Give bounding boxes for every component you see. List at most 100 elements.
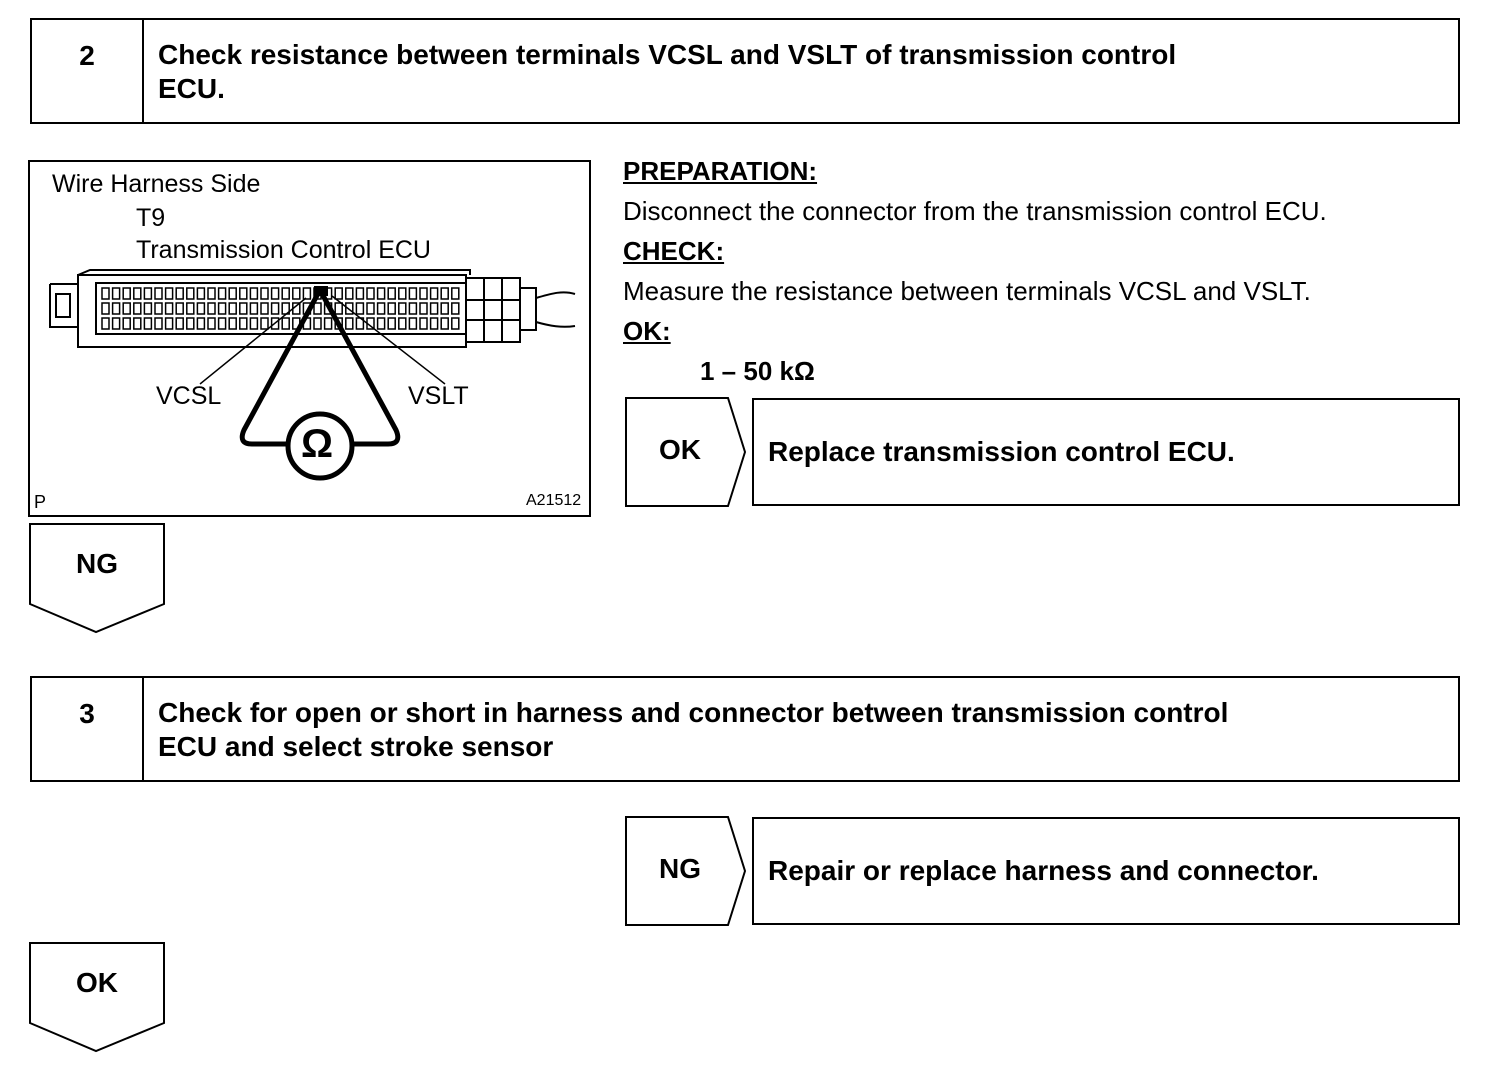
ok-heading: OK: (623, 316, 671, 346)
connector-pin (228, 317, 237, 330)
connector-pin (228, 287, 237, 300)
connector-pin (154, 317, 163, 330)
down-arrow-shape (29, 942, 165, 1053)
connector-pin (387, 317, 396, 330)
replace-ecu-result: Replace transmission control ECU. (752, 398, 1460, 506)
connector-pin (345, 317, 354, 330)
connector-pin (281, 317, 290, 330)
connector-pin (186, 302, 195, 315)
connector-pin (186, 317, 195, 330)
connector-pin (376, 287, 386, 300)
ok-branch-arrow: OK (28, 941, 166, 1053)
connector-pin (429, 302, 439, 315)
connector-diagram: Wire Harness Side T9 Transmission Contro… (28, 160, 591, 517)
connector-pin (249, 317, 259, 330)
step-2-header: 2 Check resistance between terminals VCS… (30, 18, 1460, 124)
connector-pin (133, 287, 142, 300)
connector-pin (451, 317, 460, 330)
connector-pin (419, 317, 428, 330)
connector-pin (260, 302, 269, 315)
connector-pin (133, 302, 142, 315)
connector-pin (292, 287, 301, 300)
right-arrow-shape (625, 816, 747, 926)
right-arrow-shape (625, 397, 747, 507)
connector-pin (164, 302, 174, 315)
connector-pin (239, 302, 248, 315)
check-heading: CHECK: (623, 236, 725, 266)
connector-pin (376, 317, 386, 330)
connector-pin (334, 302, 343, 315)
connector-pin (143, 317, 153, 330)
connector-pin (164, 317, 174, 330)
connector-pin (366, 302, 375, 315)
connector-pin (398, 317, 407, 330)
connector-pin (101, 302, 110, 315)
repair-harness-result: Repair or replace harness and connector. (752, 817, 1460, 925)
connector-pin (313, 302, 322, 315)
connector-pin (207, 287, 216, 300)
step-title-line-1: Check for open or short in harness and c… (158, 697, 1229, 728)
wire-harness-side-label: Wire Harness Side (52, 170, 261, 198)
ng-branch-label: NG (76, 548, 118, 579)
connector-pin (451, 287, 460, 300)
terminal-vcsl-label: VCSL (156, 382, 222, 410)
connector-pin (249, 287, 259, 300)
step-title-line-2: ECU. (158, 73, 225, 104)
connector-pin (440, 302, 449, 315)
connector-pin (196, 302, 206, 315)
step-title: Check resistance between terminals VCSL … (144, 20, 1458, 122)
step-title-line-2: ECU and select stroke sensor (158, 731, 554, 762)
connector-id-label: T9 (136, 204, 166, 232)
connector-pin (186, 287, 195, 300)
down-arrow-shape (29, 523, 165, 634)
step-3-header: 3 Check for open or short in harness and… (30, 676, 1460, 782)
connector-pin (345, 302, 354, 315)
ng-branch-arrow: NG (28, 522, 166, 634)
connector-pin (207, 317, 216, 330)
connector-pin (143, 302, 153, 315)
figure-code: A21512 (526, 492, 582, 509)
connector-pin (111, 317, 121, 330)
connector-pin (207, 302, 216, 315)
connector-pin (196, 287, 206, 300)
connector-pin (345, 287, 354, 300)
connector-pin (398, 302, 407, 315)
connector-pin (111, 287, 121, 300)
connector-pin (355, 302, 365, 315)
connector-pin (101, 287, 110, 300)
connector-pin (175, 287, 184, 300)
preparation-text: Disconnect the connector from the transm… (623, 196, 1327, 226)
connector-pin (355, 287, 365, 300)
check-text: Measure the resistance between terminals… (623, 276, 1311, 306)
connector-pin (270, 287, 280, 300)
connector-pin (154, 302, 163, 315)
connector-pin (408, 302, 418, 315)
connector-pin (398, 287, 407, 300)
step-title: Check for open or short in harness and c… (144, 678, 1458, 780)
connector-pin (175, 317, 184, 330)
connector-pin (239, 287, 248, 300)
connector-pin (440, 287, 449, 300)
preparation-heading: PREPARATION: (623, 156, 818, 186)
terminal-vslt-label: VSLT (408, 382, 469, 410)
connector-pin (122, 287, 131, 300)
component-label: Transmission Control ECU (136, 236, 431, 264)
corner-mark: P (34, 492, 47, 512)
connector-pin (260, 317, 269, 330)
connector-pin (429, 287, 439, 300)
spec-value: 1 – 50 kΩ (700, 356, 815, 386)
step-title-line-1: Check resistance between terminals VCSL … (158, 39, 1177, 70)
connector-pin (217, 302, 227, 315)
connector-pin (323, 317, 333, 330)
connector-pin (419, 302, 428, 315)
connector-pin (122, 302, 131, 315)
connector-pin (429, 317, 439, 330)
connector-pin (387, 302, 396, 315)
connector-pin (217, 317, 227, 330)
ok-branch-label: OK (659, 434, 701, 465)
connector-pin (440, 317, 449, 330)
connector-pin (175, 302, 184, 315)
connector-pin (270, 302, 280, 315)
connector-pin (111, 302, 121, 315)
connector-pin (376, 302, 386, 315)
